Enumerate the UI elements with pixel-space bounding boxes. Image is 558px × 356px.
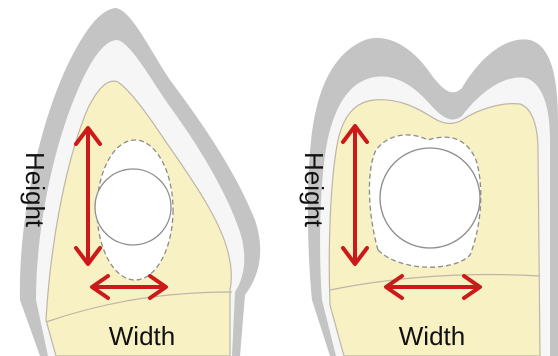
right-height-label: Height bbox=[299, 152, 329, 228]
right-tooth bbox=[308, 38, 558, 356]
left-pulp-circle bbox=[95, 169, 171, 245]
left-tooth bbox=[20, 8, 260, 356]
left-height-label: Height bbox=[20, 152, 50, 228]
left-width-label: Width bbox=[109, 321, 175, 351]
right-width-label: Width bbox=[399, 321, 465, 351]
right-pulp-circle bbox=[380, 148, 480, 248]
